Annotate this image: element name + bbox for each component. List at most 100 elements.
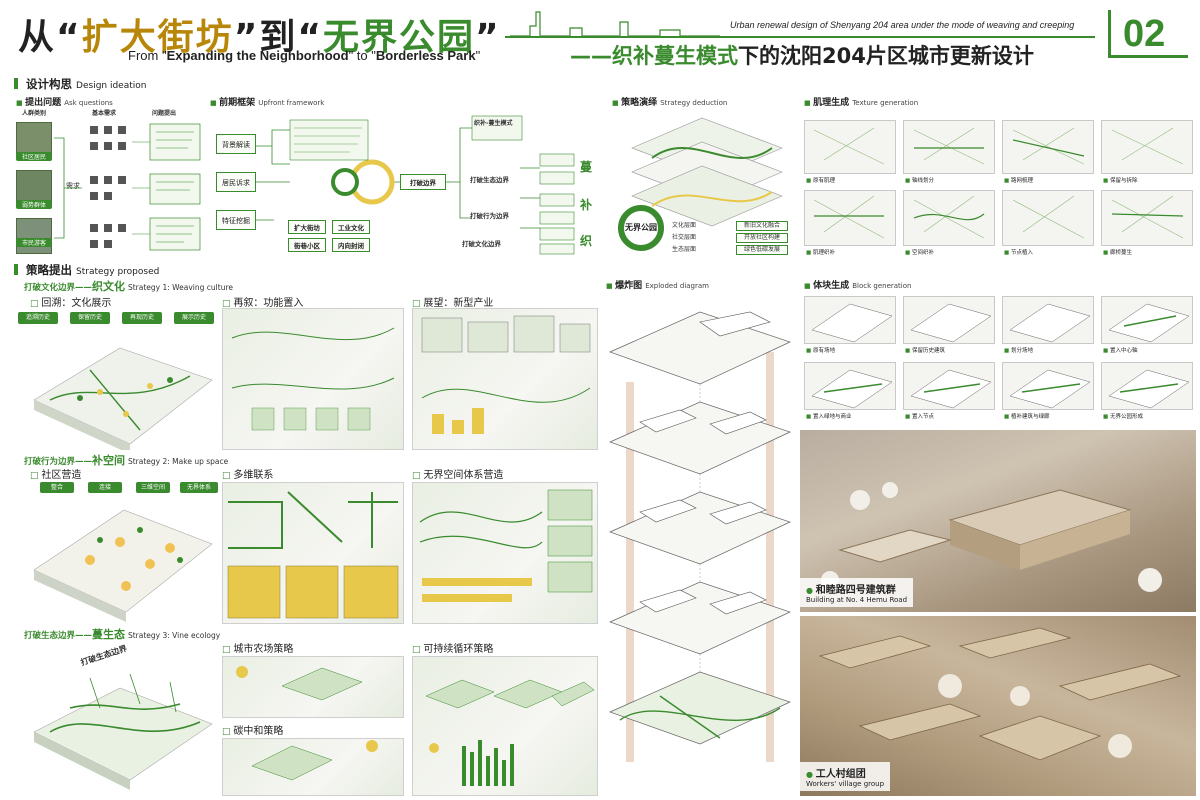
framework-diagram: 背景解读 居民诉求 特征挖掘 扩大街坊 工业文化 街巷小区 内向封闭 打破边界 … bbox=[210, 108, 600, 256]
framework-connectors bbox=[256, 115, 575, 255]
framework-branch-3: 打破文化边界 bbox=[462, 240, 501, 248]
block-cap-7: 植补建筑与绿廊 bbox=[1004, 414, 1050, 421]
side-char-mend: 补 bbox=[580, 198, 593, 212]
skyline-graphic bbox=[510, 11, 720, 37]
s2-opt-1: 社区营造 bbox=[30, 466, 81, 481]
block-cap-5: 置入绿地与商业 bbox=[806, 414, 852, 421]
col-needs: 基本需求 bbox=[92, 110, 117, 117]
texture-cap-3: 路网梳理 bbox=[1004, 178, 1033, 185]
block-shapes bbox=[811, 303, 1190, 409]
side-char-vine: 蔓 bbox=[580, 160, 593, 174]
s2-opt-3: 无界空间体系营造 bbox=[412, 466, 503, 481]
s1-opt-3: 展望：新型产业 bbox=[412, 294, 493, 309]
model-photo-workers-shapes bbox=[818, 627, 1182, 761]
s1-flow-3: 再现历史 bbox=[122, 312, 162, 324]
ask-questions-heading: 提出问题 Ask questions bbox=[16, 95, 113, 108]
result-1: 新旧文化融合 bbox=[736, 221, 788, 231]
s3-graphics bbox=[236, 666, 595, 786]
page-number: 02 bbox=[1108, 10, 1188, 58]
texture-thumb-7 bbox=[1002, 190, 1094, 246]
block-cap-2: 保留历史建筑 bbox=[905, 348, 945, 355]
block-cap-4: 置入中心轴 bbox=[1103, 348, 1138, 355]
s1-function-map-lines bbox=[231, 327, 395, 431]
texture-thumb-6 bbox=[903, 190, 995, 246]
result-3: 绿色低碳发展 bbox=[736, 245, 788, 255]
section-strategy-proposed: 策略提出 Strategy proposed bbox=[14, 262, 159, 278]
s2-map bbox=[33, 509, 213, 622]
framework-chip-1: 扩大街坊 bbox=[288, 220, 326, 234]
borderless-park-circle: 无界公园 bbox=[618, 205, 664, 251]
framework-chip-2: 工业文化 bbox=[332, 220, 370, 234]
framework-chip-4: 内向封闭 bbox=[332, 238, 370, 252]
s3-opt-3: 可持续循环策略 bbox=[412, 640, 493, 655]
block-cap-1: 原有场地 bbox=[806, 348, 835, 355]
framework-node-3: 特征挖掘 bbox=[216, 210, 256, 230]
texture-cap-2: 轴线划分 bbox=[905, 178, 934, 185]
framework-heading: 前期框架 Upfront framework bbox=[210, 95, 324, 108]
texture-cap-4: 保留与拆除 bbox=[1103, 178, 1138, 185]
framework-center: 打破边界 bbox=[400, 174, 446, 190]
texture-grid: 原有肌理 轴线划分 路网梳理 保留与拆除 肌理织补 空间织补 节点植入 廊桥蔓生 bbox=[804, 120, 1196, 270]
photo1-caption-cn: 和睦路四号建筑群 bbox=[806, 581, 907, 596]
texture-cap-1: 原有肌理 bbox=[806, 178, 835, 185]
strategy-deduction-diagram bbox=[631, 117, 783, 227]
s2-tag-1: 整合 bbox=[40, 482, 74, 493]
crowd-photo-3 bbox=[16, 218, 52, 254]
title-highlight-a: 扩大街坊 bbox=[81, 17, 234, 58]
block-cap-8: 无界公园形成 bbox=[1103, 414, 1143, 421]
photo2-caption: 工人村组团 Workers' village group bbox=[800, 762, 891, 791]
photo1-caption: 和睦路四号建筑群 Building at No. 4 Hemu Road bbox=[800, 578, 914, 607]
texture-thumb-5 bbox=[804, 190, 896, 246]
layer-3: 生态层面 bbox=[672, 246, 697, 253]
subtitle-en: Urban renewal design of Shenyang 204 are… bbox=[730, 20, 1075, 30]
group-label-1: 社区居民 bbox=[16, 152, 52, 161]
group-label-3: 市民游客 bbox=[16, 238, 52, 247]
side-char-weave: 织 bbox=[580, 234, 593, 248]
s1-industry-map-shapes bbox=[421, 315, 591, 434]
photo1-caption-en: Building at No. 4 Hemu Road bbox=[806, 596, 908, 604]
texture-thumb-1 bbox=[804, 120, 896, 174]
framework-node-2: 居民诉求 bbox=[216, 172, 256, 192]
s1-flow-1: 追溯历史 bbox=[18, 312, 58, 324]
s2-tag-2: 连接 bbox=[88, 482, 122, 493]
s2-opt-2: 多维联系 bbox=[222, 466, 273, 481]
strategy-1-label: 打破文化边界——织文化 Strategy 1: Weaving culture bbox=[24, 280, 233, 293]
s2-tag-4: 无界体系 bbox=[180, 482, 218, 493]
texture-cap-6: 空间织补 bbox=[905, 250, 934, 257]
section-design-ideation: 设计构思 Design ideation bbox=[14, 76, 146, 92]
texture-thumb-8 bbox=[1101, 190, 1193, 246]
exploded-heading: 爆炸图 Exploded diagram bbox=[606, 278, 709, 291]
group-label-2: 弱势群体 bbox=[16, 200, 52, 209]
exploded-diagram bbox=[609, 311, 791, 762]
layer-1: 文化层面 bbox=[672, 222, 697, 229]
framework-mode: 织补-蔓生模式 bbox=[474, 120, 513, 127]
photo2-caption-en: Workers' village group bbox=[806, 780, 885, 788]
block-cap-3: 划分场地 bbox=[1004, 348, 1033, 355]
s2-network-map-lines bbox=[227, 491, 399, 619]
col-crowd: 人群类别 bbox=[22, 110, 47, 117]
s1-opt-2: 再叙：功能置入 bbox=[222, 294, 303, 309]
texture-lines bbox=[813, 127, 1184, 239]
result-2: 开放社区构建 bbox=[736, 233, 788, 243]
s3-opt-1: 城市农场策略 bbox=[222, 640, 293, 655]
texture-cap-8: 廊桥蔓生 bbox=[1103, 250, 1132, 257]
s1-flow-4: 展示历史 bbox=[174, 312, 214, 324]
needs-mid-label: 需求 bbox=[66, 182, 80, 190]
block-heading: 体块生成 Block generation bbox=[804, 278, 911, 291]
page-title: 从“扩大街坊”到“无界公园” bbox=[18, 17, 501, 58]
photo2-caption-cn: 工人村组团 bbox=[806, 765, 884, 780]
layer-2: 社交层面 bbox=[672, 234, 697, 241]
framework-chip-3: 街巷小区 bbox=[288, 238, 326, 252]
title-highlight-b: 无界公园 bbox=[323, 17, 476, 58]
texture-cap-7: 节点植入 bbox=[1004, 250, 1033, 257]
texture-heading: 肌理生成 Texture generation bbox=[804, 95, 918, 108]
block-grid: 原有场地 保留历史建筑 划分场地 置入中心轴 置入绿地与商业 置入节点 植补建筑… bbox=[804, 296, 1196, 428]
page-title-en: From "Expanding the Neighborhood" to "Bo… bbox=[128, 48, 481, 63]
framework-branch-1: 打破生态边界 bbox=[470, 176, 509, 184]
block-cap-6: 置入节点 bbox=[905, 414, 934, 421]
col-questions: 问题提出 bbox=[152, 110, 177, 117]
strategy-3-label: 打破生态边界——蔓生态 Strategy 3: Vine ecology bbox=[24, 628, 221, 641]
s1-flow-2: 保留历史 bbox=[70, 312, 110, 324]
s1-flow: 追溯历史 保留历史 再现历史 展示历史 bbox=[18, 312, 218, 326]
subtitle-cn: ——织补蔓生模式下的沈阳204片区城市更新设计 bbox=[570, 44, 1034, 68]
